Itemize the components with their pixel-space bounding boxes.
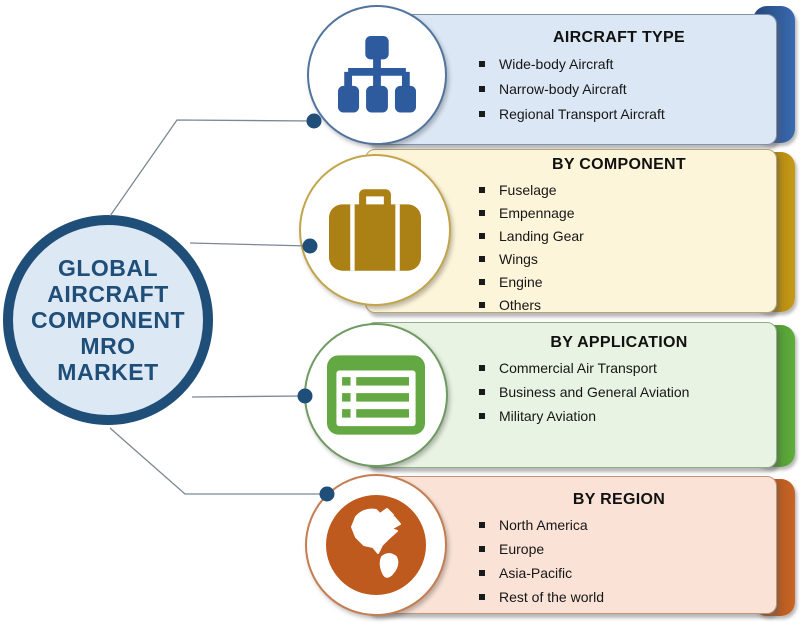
list-item: Military Aviation <box>476 404 776 428</box>
list-item: Wide-body Aircraft <box>476 51 776 76</box>
briefcase-icon <box>329 189 421 271</box>
list-item: Engine <box>476 270 776 293</box>
list-item: Fuselage <box>476 178 776 201</box>
icon-circle-by-application <box>304 323 448 467</box>
market-title-line: MARKET <box>57 359 159 385</box>
list-item: North America <box>476 513 776 537</box>
panel-header: BY APPLICATION <box>550 334 688 351</box>
market-title-line: GLOBAL <box>57 255 159 281</box>
market-title-line: MRO <box>80 333 136 359</box>
market-title: GLOBAL AIRCRAFT COMPONENT MRO MARKET <box>31 255 185 385</box>
list-item: Wings <box>476 247 776 270</box>
panel-header: BY REGION <box>572 491 666 508</box>
list-item: Business and General Aviation <box>476 380 776 404</box>
panel-item-list: Commercial Air Transport Business and Ge… <box>366 356 776 428</box>
list-item: Rest of the world <box>476 585 776 609</box>
market-title-line: AIRCRAFT <box>47 281 169 307</box>
list-icon <box>327 355 425 435</box>
list-item: Europe <box>476 537 776 561</box>
list-item: Asia-Pacific <box>476 561 776 585</box>
panel-by-application: BY APPLICATION Commercial Air Transport … <box>365 322 777 468</box>
list-item: Others <box>476 293 776 316</box>
central-market-circle: GLOBAL AIRCRAFT COMPONENT MRO MARKET <box>3 215 213 425</box>
panel-item-list: Wide-body Aircraft Narrow-body Aircraft … <box>366 51 776 126</box>
list-item: Commercial Air Transport <box>476 356 776 380</box>
list-item: Narrow-body Aircraft <box>476 76 776 101</box>
panel-item-list: Fuselage Empennage Landing Gear Wings En… <box>366 178 776 316</box>
list-item: Regional Transport Aircraft <box>476 101 776 126</box>
panel-header: BY COMPONENT <box>552 156 686 173</box>
market-title-line: COMPONENT <box>31 307 185 333</box>
list-item: Landing Gear <box>476 224 776 247</box>
globe-icon <box>326 495 426 595</box>
list-item: Empennage <box>476 201 776 224</box>
hierarchy-icon <box>338 36 416 113</box>
icon-circle-by-region <box>305 474 447 616</box>
icon-circle-aircraft-type <box>307 5 447 145</box>
panel-item-list: North America Europe Asia-Pacific Rest o… <box>366 513 776 609</box>
panel-header: AIRCRAFT TYPE <box>553 29 685 46</box>
icon-circle-by-component <box>299 154 451 306</box>
